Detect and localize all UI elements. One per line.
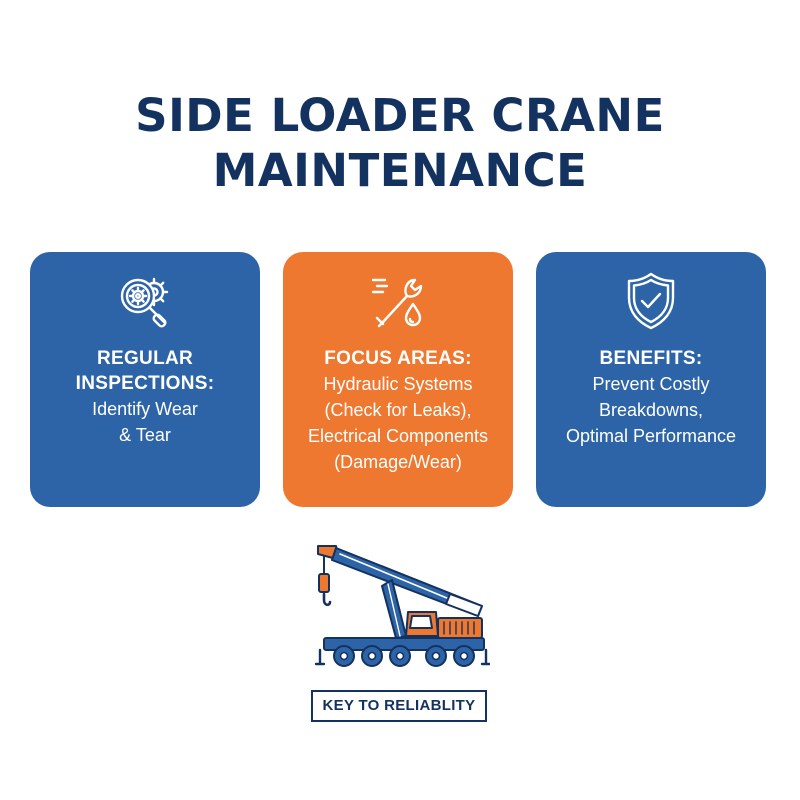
card-body-line: Identify Wear <box>92 399 198 419</box>
card-regular-inspections: REGULAR INSPECTIONS: Identify Wear & Tea… <box>30 252 260 507</box>
card-text: FOCUS AREAS: Hydraulic Systems (Check fo… <box>283 346 513 475</box>
card-heading: FOCUS AREAS: <box>283 346 513 371</box>
card-benefits: BENEFITS: Prevent Costly Breakdowns, Opt… <box>536 252 766 507</box>
key-to-reliability-badge: KEY TO RELIABLITY <box>311 690 487 722</box>
card-heading-line: FOCUS AREAS: <box>324 348 472 369</box>
card-body-line: Breakdowns, <box>598 400 704 420</box>
card-body-line: Electrical Components <box>307 426 489 446</box>
card-body: Hydraulic Systems (Check for Leaks), Ele… <box>283 371 513 475</box>
title-line-1: SIDE LOADER CRANE <box>135 89 665 142</box>
wrench-oil-drop-icon <box>283 266 513 336</box>
card-text: BENEFITS: Prevent Costly Breakdowns, Opt… <box>536 346 766 449</box>
card-heading-line: REGULAR <box>96 348 194 369</box>
card-focus-areas: FOCUS AREAS: Hydraulic Systems (Check fo… <box>283 252 513 507</box>
card-body-line: Hydraulic Systems <box>323 374 473 394</box>
title-line-2: MAINTENANCE <box>212 144 588 197</box>
card-heading-line: INSPECTIONS: <box>75 373 215 394</box>
card-heading-line: BENEFITS: <box>599 348 703 369</box>
card-heading: BENEFITS: <box>536 346 766 371</box>
page-title: SIDE LOADER CRANE MAINTENANCE <box>0 88 800 198</box>
shield-check-icon <box>536 266 766 336</box>
card-body-line: (Check for Leaks), <box>324 400 472 420</box>
card-body: Prevent Costly Breakdowns, Optimal Perfo… <box>536 371 766 449</box>
card-body-line: Prevent Costly <box>592 374 710 394</box>
card-body-line: Optimal Performance <box>565 426 737 446</box>
card-body-line: & Tear <box>119 425 171 445</box>
card-text: REGULAR INSPECTIONS: Identify Wear & Tea… <box>30 346 260 448</box>
crane-truck-icon <box>310 540 492 685</box>
card-body: Identify Wear & Tear <box>30 396 260 448</box>
magnifier-gear-icon <box>30 266 260 336</box>
card-body-line: (Damage/Wear) <box>334 452 462 472</box>
card-heading: REGULAR INSPECTIONS: <box>30 346 260 396</box>
